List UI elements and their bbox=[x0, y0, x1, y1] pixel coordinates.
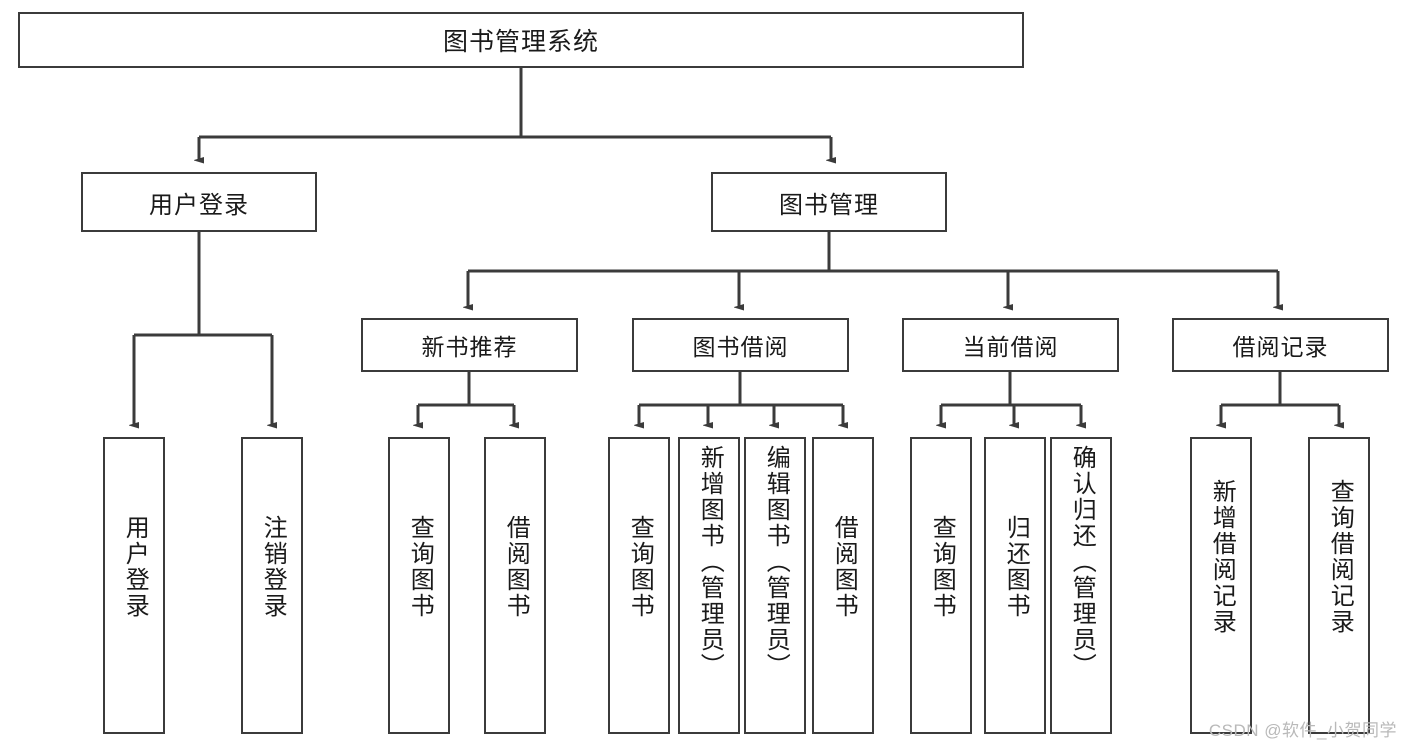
node-leaf-borrow-add[interactable]: 新增图书（管理员） bbox=[678, 437, 740, 734]
node-leaf-rec-add[interactable]: 新增借阅记录 bbox=[1190, 437, 1252, 734]
node-leaf-borrow-edit-label: 编辑图书（管理员） bbox=[762, 445, 790, 679]
csdn-watermark: CSDN @软件_小贺同学 bbox=[1208, 721, 1397, 740]
node-leaf-cur-return-label: 归还图书 bbox=[1002, 515, 1030, 619]
node-book-manage[interactable]: 图书管理 bbox=[711, 172, 947, 232]
node-user-login-label: 用户登录 bbox=[149, 191, 249, 219]
node-leaf-rec-query[interactable]: 查询图书 bbox=[388, 437, 450, 734]
node-root[interactable]: 图书管理系统 bbox=[18, 12, 1024, 68]
node-leaf-borrow-query-label: 查询图书 bbox=[626, 515, 654, 619]
node-new-book-rec[interactable]: 新书推荐 bbox=[361, 318, 578, 372]
node-book-borrow[interactable]: 图书借阅 bbox=[632, 318, 849, 372]
node-leaf-rec-search[interactable]: 查询借阅记录 bbox=[1308, 437, 1370, 734]
node-book-manage-label: 图书管理 bbox=[779, 191, 879, 219]
node-leaf-rec-query-label: 查询图书 bbox=[406, 515, 434, 619]
node-root-label: 图书管理系统 bbox=[442, 28, 599, 56]
node-current-borrow[interactable]: 当前借阅 bbox=[902, 318, 1119, 372]
node-leaf-user-logout[interactable]: 注销登录 bbox=[241, 437, 303, 734]
node-leaf-rec-borrow[interactable]: 借阅图书 bbox=[484, 437, 546, 734]
node-leaf-user-login[interactable]: 用户登录 bbox=[103, 437, 165, 734]
node-leaf-rec-borrow-label: 借阅图书 bbox=[502, 515, 530, 619]
node-leaf-rec-search-label: 查询借阅记录 bbox=[1326, 479, 1354, 635]
node-leaf-cur-query-label: 查询图书 bbox=[928, 515, 956, 619]
node-user-login[interactable]: 用户登录 bbox=[81, 172, 317, 232]
node-borrow-record[interactable]: 借阅记录 bbox=[1172, 318, 1389, 372]
node-leaf-user-logout-label: 注销登录 bbox=[259, 515, 287, 619]
node-leaf-borrow-add-label: 新增图书（管理员） bbox=[696, 445, 724, 679]
node-leaf-borrow-query[interactable]: 查询图书 bbox=[608, 437, 670, 734]
node-leaf-borrow-edit[interactable]: 编辑图书（管理员） bbox=[744, 437, 806, 734]
node-leaf-cur-return[interactable]: 归还图书 bbox=[984, 437, 1046, 734]
node-borrow-record-label: 借阅记录 bbox=[1232, 334, 1329, 360]
node-leaf-cur-query[interactable]: 查询图书 bbox=[910, 437, 972, 734]
node-leaf-cur-confirm-label: 确认归还（管理员） bbox=[1068, 445, 1096, 679]
node-leaf-user-login-label: 用户登录 bbox=[121, 515, 149, 619]
node-current-borrow-label: 当前借阅 bbox=[962, 334, 1059, 360]
node-leaf-borrow-lend[interactable]: 借阅图书 bbox=[812, 437, 874, 734]
node-leaf-rec-add-label: 新增借阅记录 bbox=[1208, 479, 1236, 635]
node-leaf-cur-confirm[interactable]: 确认归还（管理员） bbox=[1050, 437, 1112, 734]
node-book-borrow-label: 图书借阅 bbox=[692, 334, 789, 360]
node-leaf-borrow-lend-label: 借阅图书 bbox=[830, 515, 858, 619]
node-new-book-rec-label: 新书推荐 bbox=[421, 334, 518, 360]
